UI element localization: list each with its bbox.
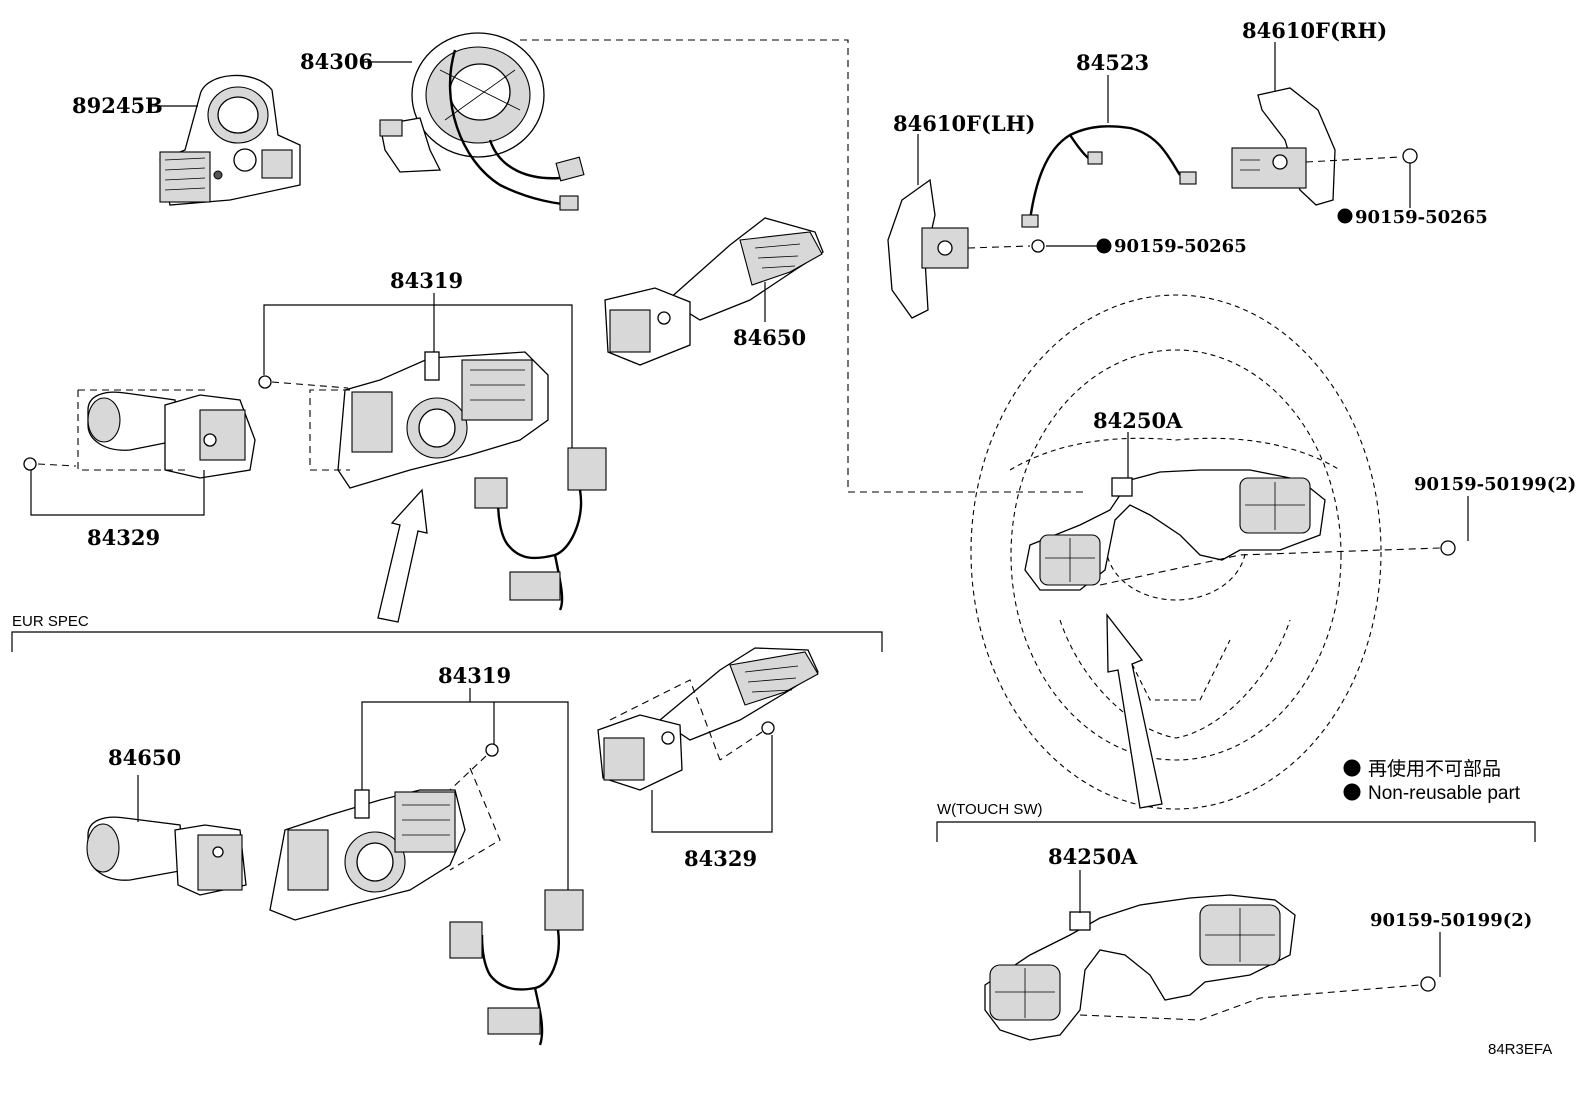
part-label-84250A-top: 84250A [1093, 408, 1183, 433]
part-label-84523: 84523 [1076, 50, 1149, 75]
fastener-line-84319-eur [449, 755, 487, 791]
part-84650-eur-drawing [86, 816, 247, 896]
part-label-89245B: 89245B [72, 93, 163, 118]
assembly-line-84319-eur [449, 767, 501, 871]
non-reusable-marker-icon [1343, 759, 1361, 777]
fastener-line-84250A-touch [1079, 984, 1421, 1021]
part-label-84610F-LH: 84610F(LH) [893, 111, 1035, 136]
fastener-line-84250A-top [1099, 547, 1441, 586]
section-label-eur-spec: EUR SPEC [12, 613, 89, 630]
fastener-label-90159-50199-top: 90159-50199(2) [1414, 474, 1576, 495]
part-label-84306: 84306 [300, 49, 373, 74]
screw-icon [761, 721, 775, 735]
screw-icon [1402, 148, 1418, 164]
fastener-label-90159-50265-rh: 90159-50265 [1355, 207, 1488, 228]
harness-eur-drawing [449, 889, 584, 1046]
fastener-line-84329-top [37, 463, 77, 467]
part-84523-drawing [1021, 125, 1197, 228]
direction-arrow [1106, 613, 1163, 809]
part-label-84329-top: 84329 [87, 525, 160, 550]
screw-icon [1031, 239, 1045, 253]
fastener-line-rh [1305, 156, 1401, 163]
assembly-line-84306-to-wheel [520, 39, 1085, 493]
section-bracket-eur-spec [11, 631, 883, 652]
fastener-line-84329-eur [719, 731, 763, 761]
section-label-touch-sw: W(TOUCH SW) [937, 801, 1043, 818]
part-label-84650-top: 84650 [733, 325, 806, 350]
assembly-line-84329-top-box [77, 389, 205, 471]
part-label-84250A-touch: 84250A [1048, 844, 1138, 869]
screw-icon [23, 457, 37, 471]
screw-icon [1440, 540, 1456, 556]
part-84319-top-drawing [337, 351, 549, 489]
non-reusable-marker-icon [1337, 208, 1353, 224]
non-reusable-marker-icon [1096, 238, 1112, 254]
part-84250A-touch-drawing [984, 894, 1296, 1041]
legend-text-en: Non-reusable part [1368, 783, 1521, 804]
legend-text-jp: 再使用不可部品 [1368, 758, 1501, 780]
direction-arrow [377, 488, 428, 623]
part-84329-eur-drawing [597, 647, 819, 791]
part-label-84319-top: 84319 [390, 268, 463, 293]
section-bracket-touch-sw [936, 821, 1536, 842]
bracket-84329-eur [651, 735, 773, 833]
part-label-84319-eur: 84319 [438, 663, 511, 688]
assembly-line-84329-eur [609, 679, 721, 761]
part-84306-drawing [379, 32, 585, 211]
figure-code: 84R3EFA [1488, 1041, 1552, 1058]
bracket-84319-eur-span [361, 701, 569, 890]
part-84319-eur-drawing [269, 789, 466, 921]
part-label-84610F-RH: 84610F(RH) [1242, 18, 1387, 43]
fastener-line-lh [967, 245, 1031, 249]
non-reusable-marker-icon [1343, 783, 1361, 801]
part-89245B-drawing [159, 74, 301, 206]
fastener-label-90159-50199-touch: 90159-50199(2) [1370, 910, 1532, 931]
bracket-84329-top [30, 470, 205, 516]
screw-icon [485, 743, 499, 757]
part-84610F-LH-drawing [887, 178, 969, 319]
screw-icon [1420, 976, 1436, 992]
fastener-label-90159-50265-lh: 90159-50265 [1114, 236, 1247, 257]
part-label-84650-eur: 84650 [108, 745, 181, 770]
part-84650-top-drawing [604, 217, 824, 366]
part-84250A-top-drawing [1024, 469, 1326, 591]
screw-icon [258, 375, 272, 389]
bracket-84319-top-span [263, 304, 573, 448]
harness-top-drawing [474, 447, 607, 611]
part-84610F-RH-drawing [1231, 87, 1336, 206]
part-84329-top-drawing [87, 391, 256, 479]
part-label-84329-eur: 84329 [684, 846, 757, 871]
fastener-line-84319-top [271, 381, 349, 389]
